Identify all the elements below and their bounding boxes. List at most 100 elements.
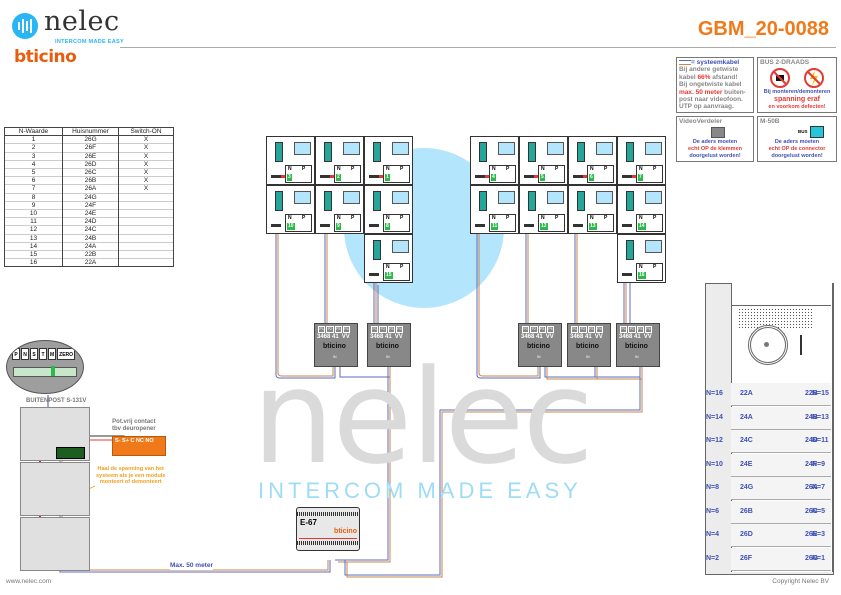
monitor-switch	[573, 175, 587, 178]
monitor-switch	[475, 224, 485, 227]
n-label: N	[492, 215, 496, 221]
panel-status-icons	[800, 335, 808, 355]
n-value: 15	[385, 272, 393, 279]
brand-name: nelec	[44, 6, 120, 37]
cable-title: = systeemkabel	[691, 59, 740, 66]
monitor-switch	[369, 273, 379, 276]
splitter-port: P2	[579, 326, 587, 333]
splitter-port: P4	[342, 326, 351, 333]
name-label-right: 26C	[805, 507, 818, 515]
splitter-brand: bticino	[625, 343, 648, 350]
n-value: 14	[638, 223, 646, 230]
n-assign-right: N=3	[812, 531, 826, 538]
switch-on-cell	[118, 258, 174, 267]
splitter-suffix: VV	[545, 334, 554, 340]
n-value: 3	[287, 174, 292, 181]
n-value: 2	[336, 174, 341, 181]
monitor-screen-icon	[392, 191, 409, 204]
legend-m50b: M-50B BUS De aders moeten echt OP de con…	[757, 116, 837, 162]
splitter-port: P3	[538, 326, 546, 333]
switch-on-cell	[118, 234, 174, 243]
n-label: N	[337, 215, 341, 221]
splitter-brand: bticino	[376, 343, 399, 350]
psu-model: E-67	[300, 518, 317, 527]
footer-copyright: Copyright Nelec BV	[772, 578, 829, 585]
p-label: P	[351, 215, 355, 221]
splitter-suffix: VV	[643, 334, 652, 340]
monitor-connector	[626, 240, 634, 260]
outdoor-station	[20, 407, 90, 571]
n-value: 9	[336, 223, 341, 230]
video-splitter-line: echt OP de klemmen	[687, 146, 742, 152]
watermark-word: nelec	[252, 341, 594, 493]
monitor-connector	[626, 191, 634, 211]
monitor-screen-icon	[547, 142, 564, 155]
monitor-switch	[524, 175, 538, 178]
switch-on-cell: X	[118, 152, 174, 161]
psu-brand: bticino	[334, 528, 357, 535]
splitter-in: IN	[537, 355, 541, 359]
monitor-screen-icon	[596, 191, 613, 204]
splitter-model: 3468 41	[619, 334, 641, 340]
splitter-port: P1	[318, 326, 326, 333]
n-label: N	[386, 166, 390, 172]
n-assign-left: N=12	[706, 437, 723, 444]
footer-website[interactable]: www.nelec.com	[6, 578, 52, 585]
splitter-port: P2	[326, 326, 334, 333]
name-label-left: 26D	[740, 531, 753, 538]
p-label: P	[604, 166, 608, 172]
n-assign-right: N=1	[812, 554, 826, 562]
m50b-line: doorgelust worden!	[771, 153, 823, 159]
legend-bus: BUS 2-DRAADS Bij monteren/demonteren spa…	[757, 57, 837, 113]
splitter-model: 3468 41	[370, 334, 392, 340]
splitter-port: P1	[620, 326, 628, 333]
n-label: N	[639, 166, 643, 172]
p-label: P	[506, 215, 510, 221]
splitter-port: P1	[371, 326, 379, 333]
monitor-switch	[524, 224, 534, 227]
switch-on-cell	[118, 225, 174, 235]
relay-module: S- S+ C NC NO	[112, 436, 166, 456]
monitor-connector	[324, 142, 332, 162]
switch-on-cell: X	[118, 143, 174, 153]
terminal-strip	[13, 367, 77, 377]
relay-title-line: tbv deuropener	[112, 426, 156, 432]
n-label: N	[288, 215, 292, 221]
p-label: P	[555, 215, 559, 221]
camera-icon	[748, 325, 788, 365]
n-value: 7	[638, 174, 643, 181]
n-value: 5	[540, 174, 545, 181]
splitter-suffix: VV	[341, 334, 350, 340]
n-value: 16	[638, 272, 646, 279]
monitor-connector	[577, 142, 585, 162]
outdoor-title: BUITENPOST S-131V	[26, 398, 87, 404]
video-splitter-line: De aders moeten	[692, 139, 738, 145]
name-label-left: 22A	[740, 390, 753, 397]
warning-line: monteert of demonteert	[99, 479, 162, 485]
no-lightning-icon	[804, 68, 824, 88]
bus-warning: spanning eraf	[774, 96, 820, 103]
monitor-screen-icon	[294, 191, 311, 204]
monitor-connector	[577, 191, 585, 211]
n-label: N	[492, 166, 496, 172]
splitter-in: IN	[635, 355, 639, 359]
